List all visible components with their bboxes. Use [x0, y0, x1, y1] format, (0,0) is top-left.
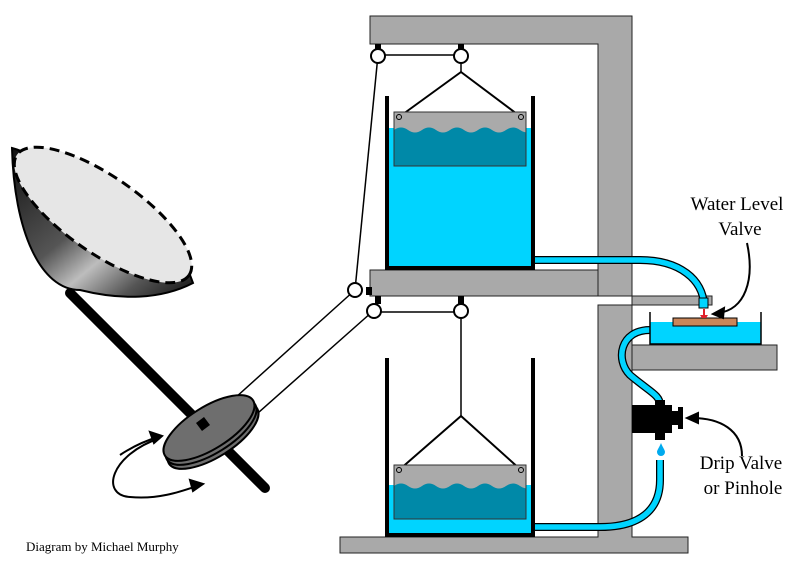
frame-body — [339, 15, 689, 554]
cords — [224, 54, 461, 421]
credit-text: Diagram by Michael Murphy — [26, 539, 179, 554]
water-drop-icon — [657, 443, 665, 457]
axle — [65, 288, 270, 493]
water-level-valve — [649, 309, 762, 345]
pulley-icon — [453, 48, 469, 64]
lower-counterweight — [393, 318, 527, 520]
valve-tip — [700, 315, 708, 318]
pulley-icon — [453, 303, 469, 319]
pulley-icon — [347, 282, 363, 298]
arrow-to-drip-valve — [691, 417, 743, 457]
upper-counterweight — [393, 63, 527, 167]
arrow-to-water-level-valve — [717, 242, 751, 314]
valve-shelf — [631, 295, 713, 306]
label-water-level-valve-2: Valve — [718, 219, 761, 240]
dish-rim — [12, 145, 194, 285]
label-drip-valve-1: Drip Valve — [700, 453, 783, 474]
drip-valve — [632, 400, 683, 457]
middle-pulleys — [347, 282, 469, 319]
level-tank-shelf — [631, 344, 778, 371]
label-drip-valve-2: or Pinhole — [704, 478, 783, 499]
callout-arrows — [684, 242, 751, 457]
pulley-icon — [366, 303, 382, 319]
tubing — [535, 256, 709, 531]
upper-pulleys — [370, 44, 469, 64]
rotation-arrow-icon — [112, 430, 206, 499]
pulley-icon — [370, 48, 386, 64]
solar-dish — [10, 145, 195, 298]
middle-shelf — [369, 269, 599, 297]
label-water-level-valve-1: Water Level — [691, 194, 784, 215]
pulley-wheel — [162, 394, 260, 470]
support-frame — [339, 15, 778, 554]
float — [672, 317, 738, 327]
